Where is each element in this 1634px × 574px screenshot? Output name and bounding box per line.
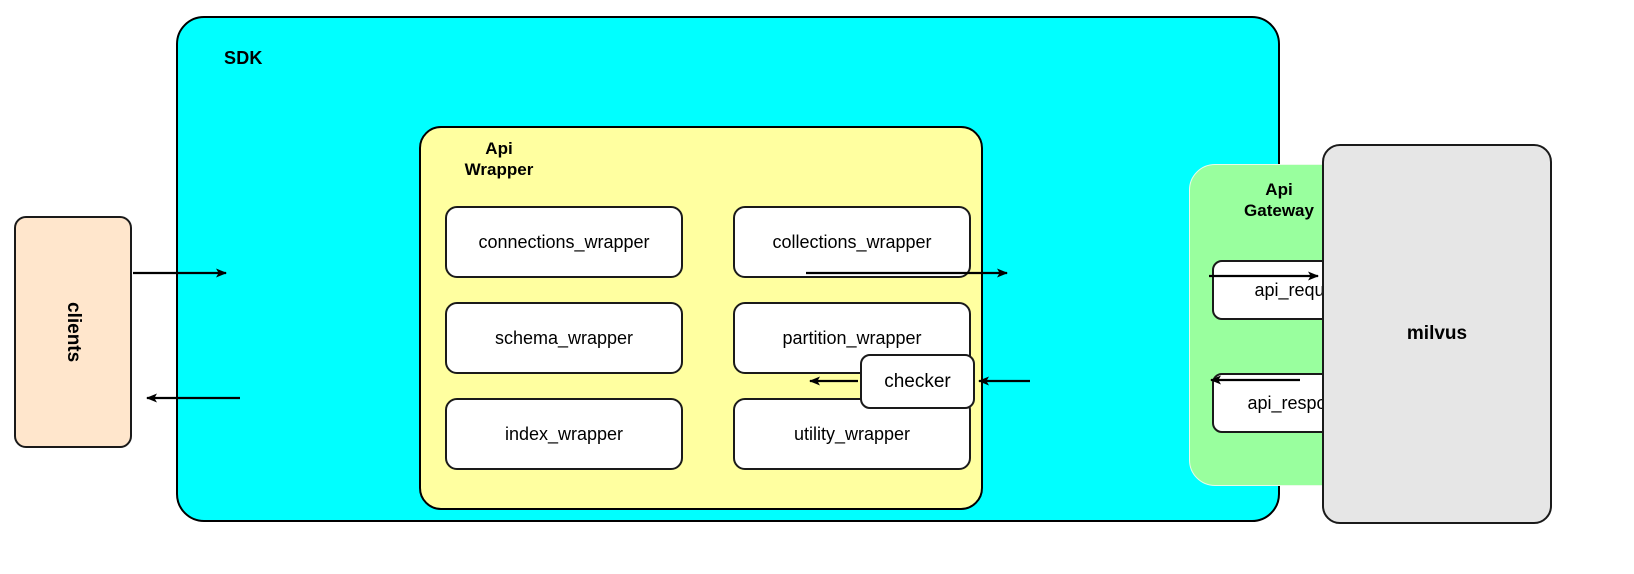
clients-label: clients — [63, 301, 84, 363]
index-wrapper-node[interactable]: index_wrapper — [445, 398, 683, 470]
sdk-container[interactable]: SDK Api Wrapper connections_wrapper coll… — [176, 16, 1416, 522]
milvus-label: milvus — [1406, 323, 1468, 344]
connections-wrapper-node[interactable]: connections_wrapper — [445, 206, 683, 278]
schema-wrapper-label: schema_wrapper — [494, 327, 634, 348]
partition-wrapper-node[interactable]: partition_wrapper — [733, 302, 971, 374]
connections-wrapper-label: connections_wrapper — [478, 231, 650, 252]
utility-wrapper-node[interactable]: utility_wrapper — [733, 398, 971, 470]
collections-wrapper-label: collections_wrapper — [772, 231, 932, 252]
utility-wrapper-label: utility_wrapper — [793, 423, 911, 444]
checker-label: checker — [884, 370, 951, 392]
sdk-label: SDK — [224, 48, 263, 68]
schema-wrapper-node[interactable]: schema_wrapper — [445, 302, 683, 374]
checker-node[interactable]: checker — [860, 354, 975, 409]
collections-wrapper-node[interactable]: collections_wrapper — [733, 206, 971, 278]
api-wrapper-label: Api Wrapper — [464, 139, 534, 180]
partition-wrapper-label: partition_wrapper — [782, 327, 922, 348]
milvus-node[interactable]: milvus — [1322, 144, 1552, 524]
api-wrapper-container[interactable]: Api Wrapper connections_wrapper collecti… — [419, 126, 983, 510]
clients-node[interactable]: clients — [14, 216, 132, 448]
api-gateway-label: Api Gateway — [1244, 180, 1314, 221]
index-wrapper-label: index_wrapper — [504, 423, 624, 444]
